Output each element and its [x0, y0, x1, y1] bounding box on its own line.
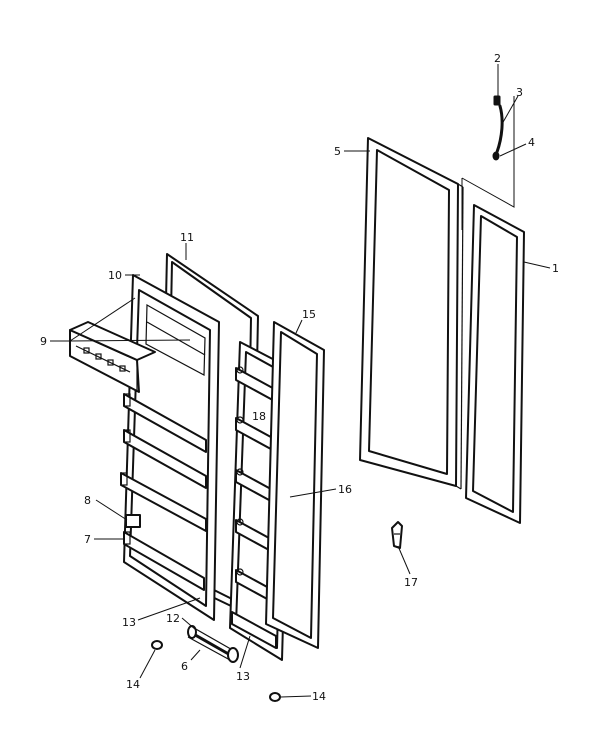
door-liner [120, 274, 220, 621]
plug-left [151, 640, 163, 650]
callout-8: 8 [84, 494, 91, 507]
leader-lines [50, 64, 551, 698]
callout-15: 15 [302, 308, 316, 321]
callout-6: 6 [181, 660, 188, 673]
callout-17: 17 [404, 576, 418, 589]
callout-5: 5 [334, 145, 341, 158]
callout-14a: 14 [126, 678, 140, 691]
spring [187, 625, 239, 663]
callout-4: 4 [528, 136, 535, 149]
hinge-reference-lines [461, 96, 515, 230]
callout-3: 3 [516, 86, 523, 99]
callout-18: 18 [252, 410, 266, 423]
callout-1: 1 [552, 262, 559, 275]
callout-2: 2 [494, 52, 501, 65]
door-gasket [465, 204, 525, 524]
hinge-hardware [492, 95, 504, 161]
callout-9: 9 [40, 335, 47, 348]
rear-gasket [265, 321, 325, 649]
callout-7: 7 [84, 533, 91, 546]
door-clip [391, 521, 403, 549]
callout-11: 11 [180, 231, 194, 244]
plug-right [269, 692, 281, 702]
callout-12: 12 [166, 612, 180, 625]
callout-14b: 14 [312, 690, 326, 703]
callout-13b: 13 [236, 670, 250, 683]
callout-16: 16 [338, 483, 352, 496]
callout-labels: 1 2 3 4 5 6 7 8 9 10 11 12 13 13 14 14 1… [40, 52, 559, 703]
outer-door-panel [359, 137, 464, 490]
callout-13a: 13 [122, 616, 136, 629]
callout-10: 10 [108, 269, 122, 282]
